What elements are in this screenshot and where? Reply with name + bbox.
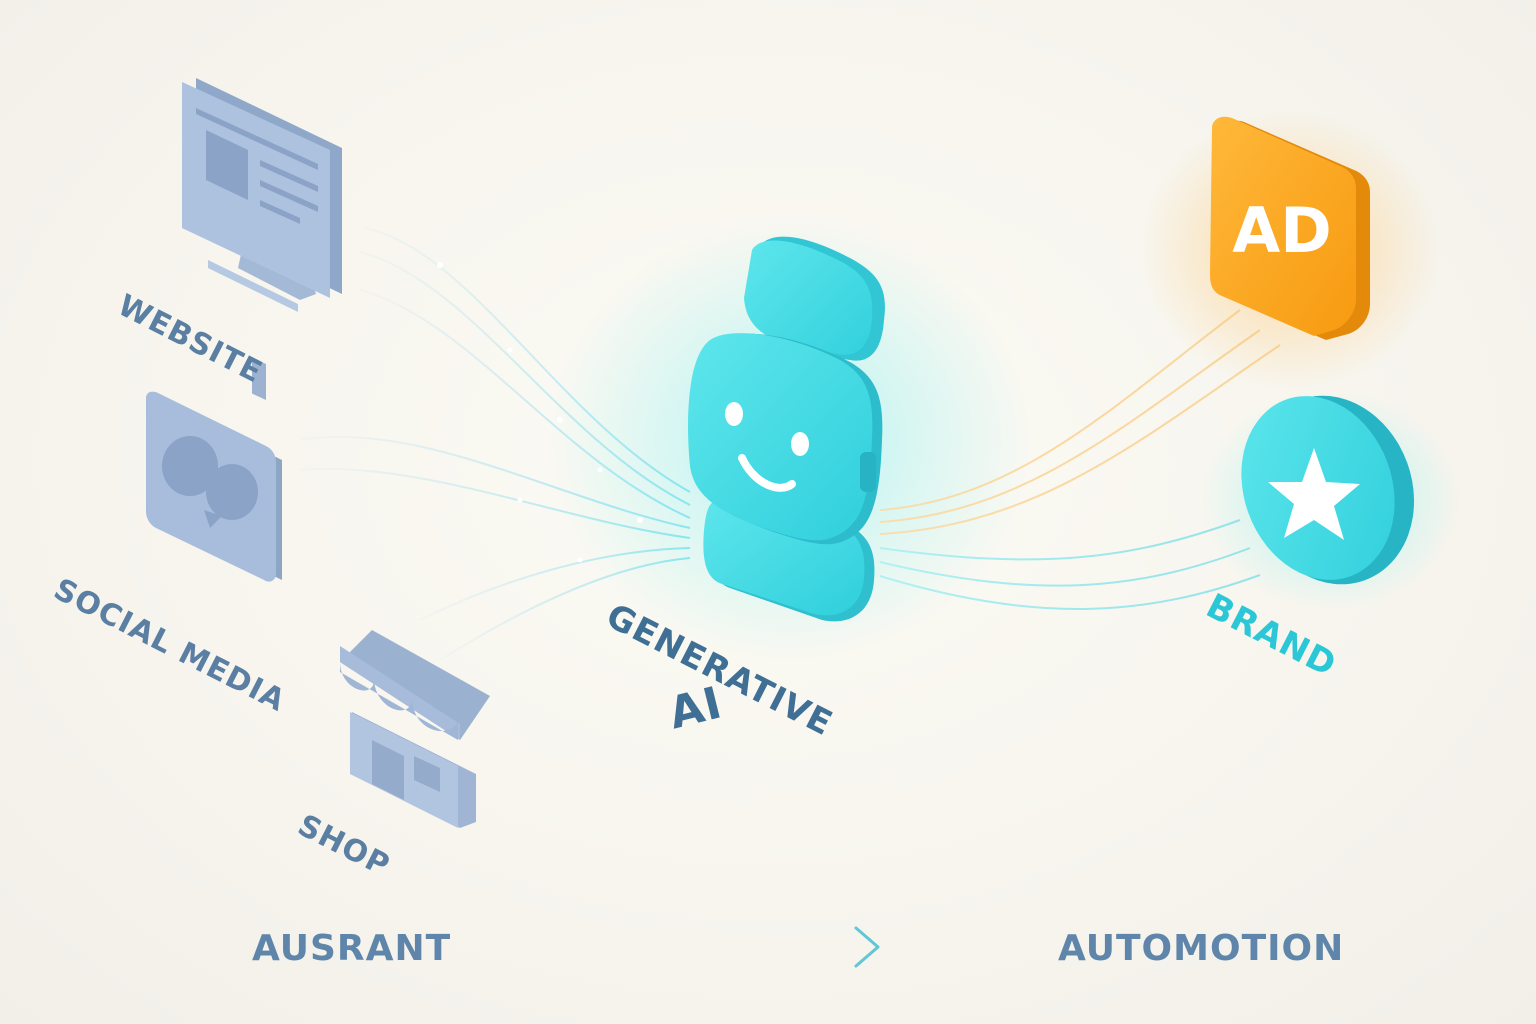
input-flow-lines xyxy=(299,227,691,661)
sparkle xyxy=(597,467,603,473)
flow-sparkles xyxy=(437,262,643,563)
flow-line xyxy=(879,309,1241,511)
footer-left-label: AUSRANT xyxy=(252,928,452,969)
flow-line xyxy=(419,547,691,621)
storefront-icon xyxy=(340,630,490,828)
flow-line xyxy=(359,251,691,506)
sparkle xyxy=(557,417,563,423)
robot-icon xyxy=(688,236,885,622)
flow-line xyxy=(299,435,691,529)
flow-line xyxy=(364,227,691,493)
ad-badge-icon: AD xyxy=(1210,116,1370,340)
flow-line xyxy=(879,547,1251,587)
output-flow-lines xyxy=(879,309,1281,610)
chat-bubbles-icon xyxy=(146,391,282,582)
flow-line xyxy=(299,467,691,539)
footer-right-label: AUTOMOTION xyxy=(1058,928,1345,969)
sparkle xyxy=(437,262,443,268)
flow-line xyxy=(359,289,691,519)
ad-text: AD xyxy=(1232,194,1331,267)
flow-line xyxy=(879,329,1261,523)
monitor-icon xyxy=(182,78,342,401)
sparkle xyxy=(577,557,583,563)
arrow-icon xyxy=(632,926,880,968)
star-icon xyxy=(1241,395,1415,585)
sparkle xyxy=(517,497,523,503)
flow-line xyxy=(879,344,1281,535)
flow-line xyxy=(879,574,1261,610)
sparkle xyxy=(507,347,513,353)
sparkle xyxy=(637,517,643,523)
flow-line xyxy=(879,519,1241,561)
flow-line xyxy=(439,557,691,661)
